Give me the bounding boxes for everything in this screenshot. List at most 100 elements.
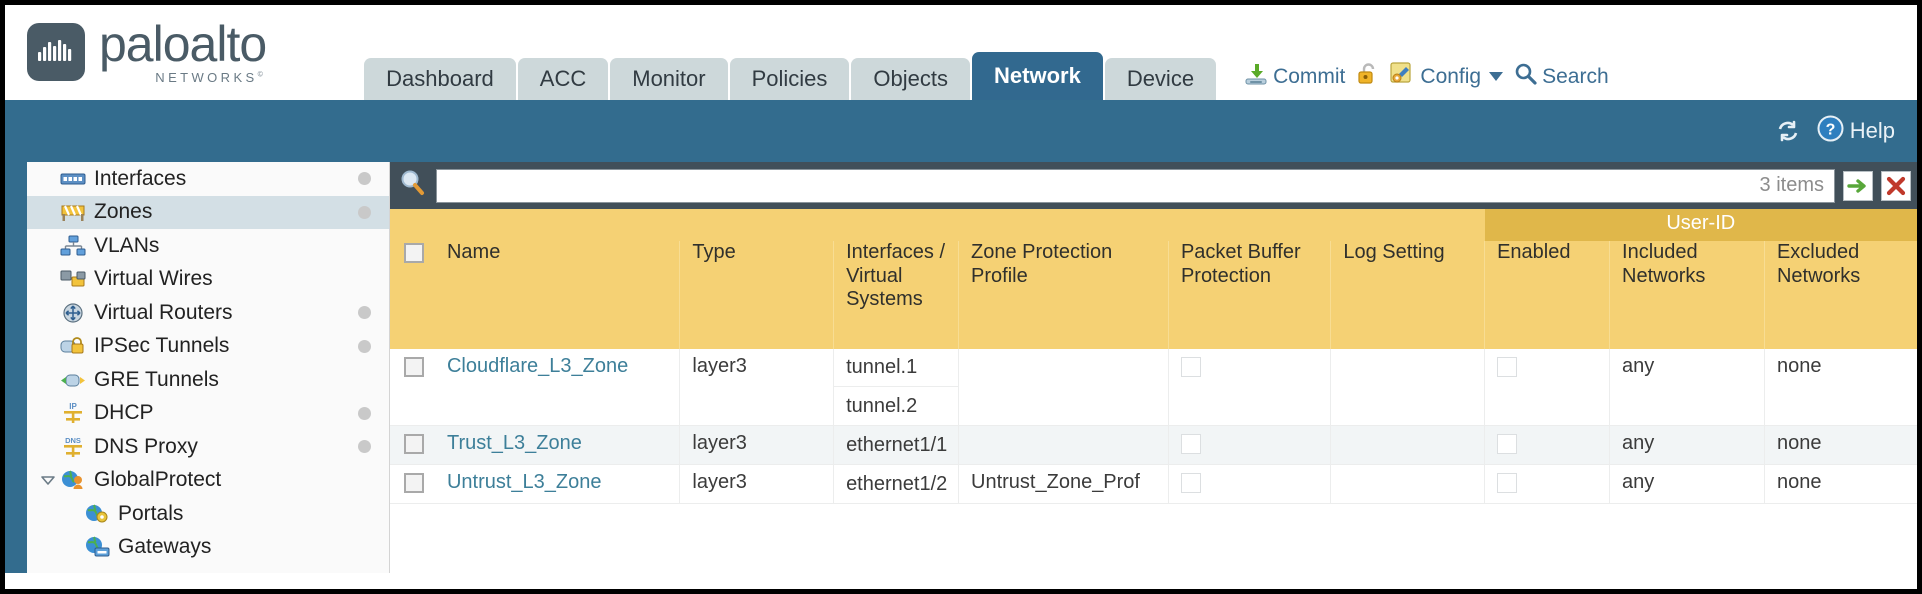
row-checkbox[interactable] xyxy=(404,472,424,493)
cell-excluded-networks: none xyxy=(1763,349,1917,426)
zone-name-link[interactable]: Trust_L3_Zone xyxy=(446,432,582,454)
col-header-enabled[interactable]: Enabled xyxy=(1484,241,1610,349)
tab-policies[interactable]: Policies xyxy=(729,58,850,100)
zone-name-link[interactable]: Untrust_L3_Zone xyxy=(446,471,602,493)
row-checkbox[interactable] xyxy=(404,356,424,377)
sidebar-item-label: DHCP xyxy=(94,401,154,425)
table-header: User-ID Name Type Interfaces / Virtual S… xyxy=(390,209,1917,349)
packet-buffer-protection-checkbox[interactable] xyxy=(1180,433,1201,454)
sidebar-item-vlans[interactable]: VLANs xyxy=(27,229,389,263)
col-header-packet-buffer-protection[interactable]: Packet Buffer Protection xyxy=(1167,241,1331,349)
clear-filter-button[interactable] xyxy=(1881,170,1911,201)
tab-objects[interactable]: Objects xyxy=(851,58,971,100)
tab-acc[interactable]: ACC xyxy=(517,58,609,100)
search-field[interactable]: 3 items xyxy=(436,168,1835,203)
col-header-name[interactable]: Name xyxy=(434,241,680,349)
zones-table: User-ID Name Type Interfaces / Virtual S… xyxy=(390,209,1917,504)
main-nav-tabs: Dashboard ACC Monitor Policies Objects N… xyxy=(364,52,1218,100)
col-header-zone-protection-profile[interactable]: Zone Protection Profile xyxy=(958,241,1169,349)
col-header-excluded-networks[interactable]: Excluded Networks xyxy=(1763,241,1917,349)
ipsec-tunnels-icon xyxy=(59,335,87,357)
row-select-cell xyxy=(390,425,435,465)
table-row[interactable]: Untrust_L3_Zone layer3 ethernet1/2 Untru… xyxy=(390,464,1917,504)
sidebar-item-interfaces[interactable]: Interfaces xyxy=(27,162,389,196)
table-row[interactable]: Trust_L3_Zone layer3 ethernet1/1 xyxy=(390,425,1917,465)
sidebar-item-label: Zones xyxy=(94,200,153,224)
cell-zone-protection-profile xyxy=(958,425,1169,465)
cell-type: layer3 xyxy=(679,425,834,465)
sidebar-item-dhcp[interactable]: IP DHCP xyxy=(27,397,389,431)
sidebar-item-ipsec-tunnels[interactable]: IPSec Tunnels xyxy=(27,330,389,364)
status-dot xyxy=(358,440,371,454)
dhcp-icon: IP xyxy=(59,402,87,424)
help-label: Help xyxy=(1849,118,1895,143)
userid-enabled-checkbox[interactable] xyxy=(1497,472,1518,493)
table-row[interactable]: Cloudflare_L3_Zone layer3 tunnel.1 tunne… xyxy=(390,349,1917,426)
cell-userid-enabled xyxy=(1484,349,1610,426)
cell-interfaces: ethernet1/1 xyxy=(833,425,959,465)
tab-monitor[interactable]: Monitor xyxy=(610,58,728,100)
help-button[interactable]: ? Help xyxy=(1817,115,1895,148)
sidebar-item-virtual-wires[interactable]: Virtual Wires xyxy=(27,263,389,297)
search-button[interactable]: Search xyxy=(1514,62,1609,91)
tab-device[interactable]: Device xyxy=(1104,58,1217,100)
cell-type: layer3 xyxy=(679,464,834,504)
interface-item: ethernet1/1 xyxy=(846,433,948,456)
col-header-interfaces-virtual-systems[interactable]: Interfaces / Virtual Systems xyxy=(833,241,959,349)
sub-toolbar: ? Help xyxy=(5,100,1917,162)
sidebar-item-globalprotect[interactable]: GlobalProtect xyxy=(27,464,389,498)
cell-included-networks: any xyxy=(1609,425,1765,465)
brand-logo: paloalto NETWORKS© xyxy=(27,16,267,84)
brand-wordmark: paloalto xyxy=(99,16,267,72)
vlans-icon xyxy=(59,235,87,257)
cell-type: layer3 xyxy=(679,349,834,426)
sidebar-item-label: Gateways xyxy=(118,535,212,559)
cell-name: Untrust_L3_Zone xyxy=(434,464,680,504)
sidebar-item-dns-proxy[interactable]: DNS DNS Proxy xyxy=(27,430,389,464)
col-header-included-networks[interactable]: Included Networks xyxy=(1609,241,1765,349)
userid-enabled-checkbox[interactable] xyxy=(1497,356,1518,377)
magnifier-icon[interactable] xyxy=(398,168,428,203)
packet-buffer-protection-checkbox[interactable] xyxy=(1180,356,1201,377)
item-count-label: 3 items xyxy=(1759,174,1824,196)
col-header-log-setting[interactable]: Log Setting xyxy=(1330,241,1485,349)
cell-userid-enabled xyxy=(1484,425,1610,465)
userid-enabled-checkbox[interactable] xyxy=(1497,433,1518,454)
commit-button[interactable]: Commit xyxy=(1244,62,1345,92)
col-header-type[interactable]: Type xyxy=(679,241,834,349)
expand-triangle-icon[interactable] xyxy=(37,473,59,487)
sidebar-item-zones[interactable]: Zones xyxy=(27,195,389,229)
packet-buffer-protection-checkbox[interactable] xyxy=(1180,472,1201,493)
help-icon: ? xyxy=(1817,115,1844,148)
tab-network[interactable]: Network xyxy=(972,52,1103,100)
cell-excluded-networks: none xyxy=(1763,464,1917,504)
zones-table-container: User-ID Name Type Interfaces / Virtual S… xyxy=(390,209,1917,573)
tab-device-label: Device xyxy=(1126,66,1195,91)
row-checkbox[interactable] xyxy=(404,433,424,454)
apply-filter-button[interactable] xyxy=(1843,170,1873,201)
zone-name-link[interactable]: Cloudflare_L3_Zone xyxy=(446,355,629,377)
tab-dashboard-label: Dashboard xyxy=(386,66,494,91)
unlocked-padlock-icon[interactable] xyxy=(1356,62,1379,91)
tab-dashboard[interactable]: Dashboard xyxy=(364,58,516,100)
top-bar: paloalto NETWORKS© Dashboard ACC Monitor… xyxy=(5,5,1917,100)
sidebar-item-label: DNS Proxy xyxy=(94,434,198,458)
sidebar-item-gre-tunnels[interactable]: GRE Tunnels xyxy=(27,363,389,397)
status-dot xyxy=(358,339,371,353)
cell-included-networks: any xyxy=(1609,464,1765,504)
cell-interfaces: tunnel.1 tunnel.2 xyxy=(833,349,959,426)
sidebar-item-virtual-routers[interactable]: Virtual Routers xyxy=(27,296,389,330)
select-all-checkbox[interactable] xyxy=(404,242,424,263)
refresh-icon[interactable] xyxy=(1775,118,1801,144)
config-menu[interactable]: Config xyxy=(1390,61,1504,92)
search-input[interactable] xyxy=(447,174,1752,197)
sidebar-item-portals[interactable]: Portals xyxy=(27,497,389,531)
interface-item: ethernet1/2 xyxy=(846,472,948,495)
chevron-down-icon xyxy=(1489,72,1504,81)
tab-network-label: Network xyxy=(994,63,1081,88)
cell-log-setting xyxy=(1330,464,1485,504)
tab-policies-label: Policies xyxy=(751,66,828,91)
commit-icon xyxy=(1244,62,1268,92)
sidebar-item-gateways[interactable]: Gateways xyxy=(27,531,389,565)
